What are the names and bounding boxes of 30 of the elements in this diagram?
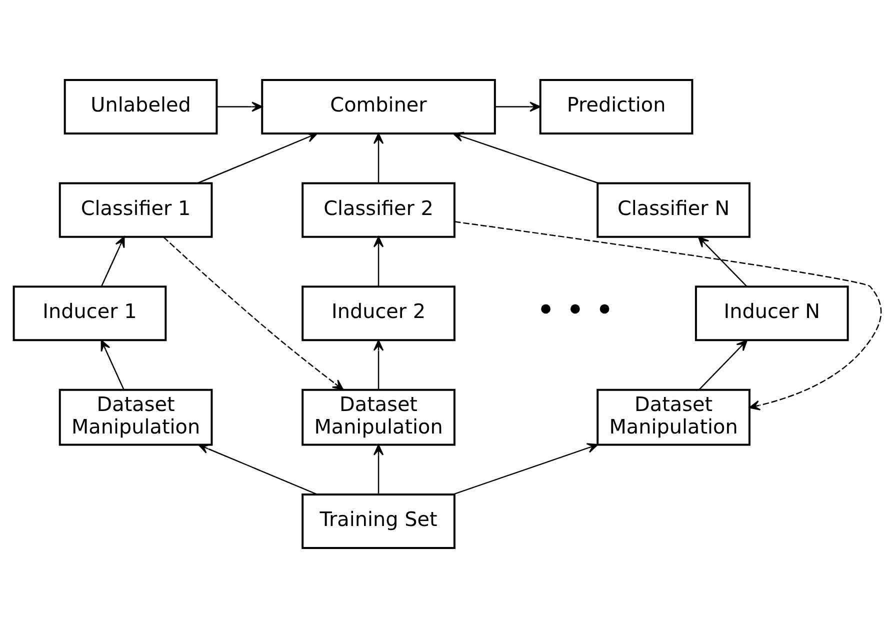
arrow [197,132,318,184]
arrow [495,101,541,112]
node-box: Dataset Manipulation [58,388,213,446]
node-box: Dataset Manipulation [596,388,750,446]
arrow [373,132,384,182]
node-box: Inducer N [694,285,849,341]
arrow [452,442,598,494]
arrow [373,444,384,494]
arrow [198,443,318,494]
arrow [452,131,599,184]
arrow [373,339,384,389]
node-box: Classifier 1 [58,182,213,238]
arrow [101,236,125,286]
node-box: Prediction [539,78,694,134]
arrow [216,101,263,112]
node-box: Dataset Manipulation [302,388,456,446]
arrow [454,220,882,410]
node-box: Unlabeled [64,78,218,134]
arrow [163,236,344,390]
arrow [698,236,747,286]
node-box: Training Set [302,493,456,549]
node-box: Classifier 2 [302,182,456,238]
arrow [698,339,748,390]
node-box: Classifier N [596,182,750,238]
arrow [100,339,124,390]
node-box: Combiner [261,78,496,134]
label: • • • [536,290,614,329]
node-box: Inducer 1 [12,285,167,341]
node-box: Inducer 2 [302,285,456,341]
arrow [373,236,384,286]
